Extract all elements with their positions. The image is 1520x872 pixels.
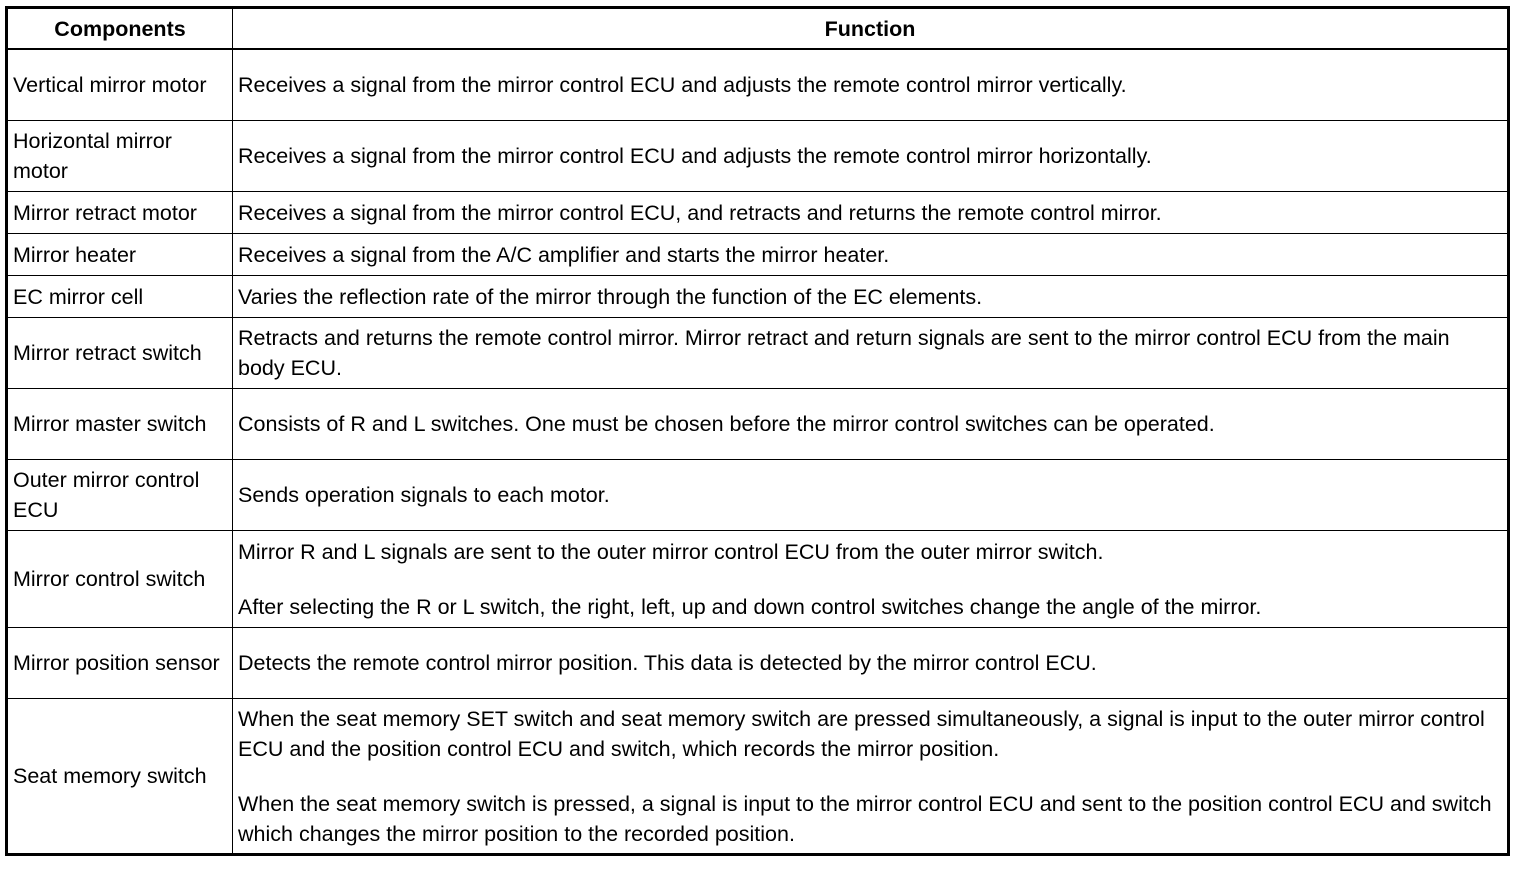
function-text: Detects the remote control mirror positi…	[238, 651, 1097, 675]
table-row: EC mirror cell Varies the reflection rat…	[6, 275, 1509, 318]
table-row: Seat memory switch When the seat memory …	[6, 698, 1509, 855]
function-text: Receives a signal from the mirror contro…	[238, 144, 1152, 168]
component-cell: EC mirror cell	[6, 275, 233, 318]
function-text: Mirror R and L signals are sent to the o…	[238, 539, 1104, 564]
table-row: Horizontal mirror motor Receives a signa…	[6, 120, 1509, 192]
header-function: Function	[232, 7, 1509, 50]
table-header-row: Components Function	[6, 7, 1509, 50]
function-cell: Detects the remote control mirror positi…	[232, 627, 1509, 699]
function-cell: When the seat memory SET switch and seat…	[232, 698, 1509, 855]
component-cell: Mirror position sensor	[6, 627, 233, 699]
function-text: Receives a signal from the mirror contro…	[238, 200, 1162, 225]
function-text: Retracts and returns the remote control …	[238, 326, 1450, 380]
header-components: Components	[6, 7, 233, 50]
component-cell: Mirror control switch	[6, 530, 233, 628]
table-row: Mirror position sensor Detects the remot…	[6, 627, 1509, 699]
table-row: Mirror master switch Consists of R and L…	[6, 388, 1509, 460]
table-row: Outer mirror control ECU Sends operation…	[6, 459, 1509, 531]
table-row: Mirror heater Receives a signal from the…	[6, 233, 1509, 276]
table-row: Mirror retract switch Retracts and retur…	[6, 317, 1509, 389]
component-cell: Mirror retract switch	[6, 317, 233, 389]
function-text: When the seat memory switch is pressed, …	[238, 791, 1492, 846]
table-row: Mirror control switch Mirror R and L sig…	[6, 530, 1509, 628]
function-cell: Mirror R and L signals are sent to the o…	[232, 530, 1509, 628]
function-text: Receives a signal from the A/C amplifier…	[238, 242, 890, 267]
component-cell: Horizontal mirror motor	[6, 120, 233, 192]
function-text: When the seat memory SET switch and seat…	[238, 706, 1485, 761]
component-cell: Vertical mirror motor	[6, 48, 233, 121]
component-cell: Mirror retract motor	[6, 191, 233, 234]
function-cell: Receives a signal from the mirror contro…	[232, 191, 1509, 234]
function-cell: Receives a signal from the mirror contro…	[232, 48, 1509, 121]
component-cell: Seat memory switch	[6, 698, 233, 855]
table-row: Mirror retract motor Receives a signal f…	[6, 191, 1509, 234]
function-text: Sends operation signals to each motor.	[238, 483, 610, 507]
component-cell: Outer mirror control ECU	[6, 459, 233, 531]
function-cell: Receives a signal from the mirror contro…	[232, 120, 1509, 192]
function-text: After selecting the R or L switch, the r…	[238, 594, 1262, 619]
component-cell: Mirror heater	[6, 233, 233, 276]
function-cell: Consists of R and L switches. One must b…	[232, 388, 1509, 460]
function-text: Consists of R and L switches. One must b…	[238, 412, 1215, 436]
function-cell: Retracts and returns the remote control …	[232, 317, 1509, 389]
function-cell: Varies the reflection rate of the mirror…	[232, 275, 1509, 318]
function-text: Receives a signal from the mirror contro…	[238, 73, 1127, 97]
components-function-table: Components Function Vertical mirror moto…	[5, 6, 1510, 856]
function-cell: Sends operation signals to each motor.	[232, 459, 1509, 531]
function-cell: Receives a signal from the A/C amplifier…	[232, 233, 1509, 276]
component-cell: Mirror master switch	[6, 388, 233, 460]
function-text: Varies the reflection rate of the mirror…	[238, 284, 983, 309]
table-row: Vertical mirror motor Receives a signal …	[6, 48, 1509, 121]
